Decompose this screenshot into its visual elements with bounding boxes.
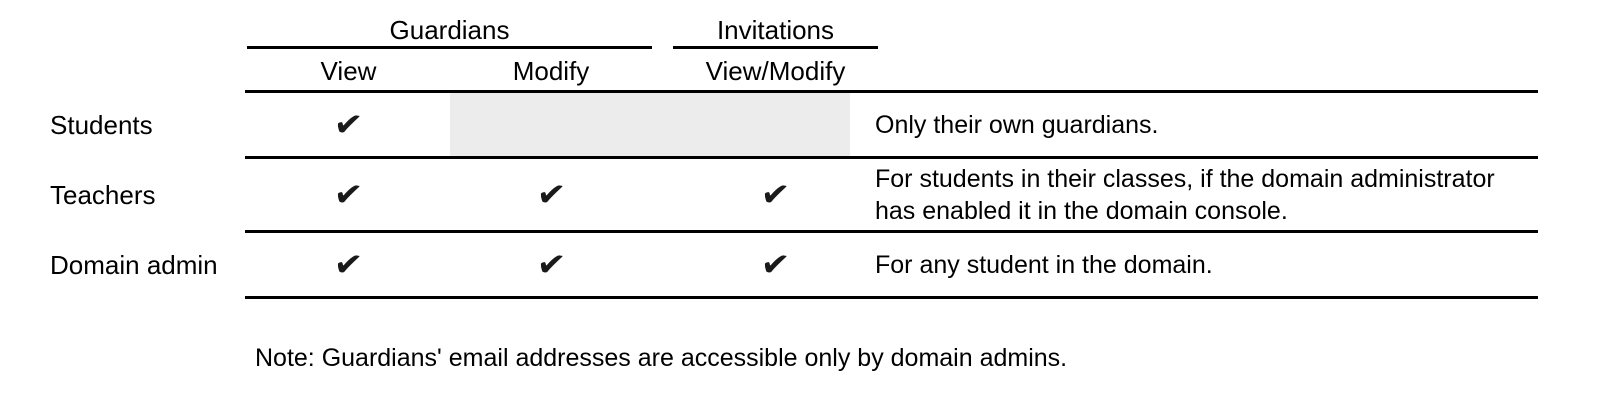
guardians-group-underline xyxy=(247,46,652,49)
table-rule-after-students xyxy=(245,156,1538,159)
cell-students-view: ✔ xyxy=(247,93,450,156)
check-icon: ✔ xyxy=(534,243,568,286)
check-icon: ✔ xyxy=(332,103,365,146)
note-teachers: For students in their classes, if the do… xyxy=(875,159,1540,230)
cell-students-modify xyxy=(450,93,652,156)
note-text: For students in their classes, if the do… xyxy=(875,164,1495,225)
table-rule-after-teachers xyxy=(245,230,1538,233)
check-icon: ✔ xyxy=(534,173,568,216)
check-icon: ✔ xyxy=(759,243,792,286)
check-icon: ✔ xyxy=(759,173,792,216)
footnote: Note: Guardians' email addresses are acc… xyxy=(255,344,1068,372)
column-group-guardians: Guardians xyxy=(389,15,510,45)
column-header-view: View xyxy=(320,56,377,86)
row-label-teachers: Teachers xyxy=(50,179,156,210)
check-icon: ✔ xyxy=(332,173,365,216)
table-rule-header-bottom xyxy=(245,90,1538,93)
column-header-view-modify: View/Modify xyxy=(705,56,846,86)
check-icon: ✔ xyxy=(332,243,365,286)
cell-students-view-modify xyxy=(673,93,878,156)
cell-teachers-view-modify: ✔ xyxy=(673,159,878,230)
note-text: Only their own guardians. xyxy=(875,110,1159,139)
invitations-group-underline xyxy=(673,46,878,49)
row-label-domain-admin: Domain admin xyxy=(50,249,218,280)
cell-domain-admin-view-modify: ✔ xyxy=(673,233,878,296)
cell-teachers-modify: ✔ xyxy=(450,159,652,230)
cell-domain-admin-view: ✔ xyxy=(247,233,450,296)
note-text: For any student in the domain. xyxy=(875,250,1213,279)
cell-domain-admin-modify: ✔ xyxy=(450,233,652,296)
cell-teachers-view: ✔ xyxy=(247,159,450,230)
column-header-modify: Modify xyxy=(512,56,590,86)
note-students: Only their own guardians. xyxy=(875,93,1540,156)
students-disabled-cell xyxy=(450,93,850,156)
table-rule-after-domain-admin xyxy=(245,296,1538,299)
row-label-students: Students xyxy=(50,109,153,140)
note-domain-admin: For any student in the domain. xyxy=(875,233,1540,296)
column-group-invitations: Invitations xyxy=(716,15,835,45)
